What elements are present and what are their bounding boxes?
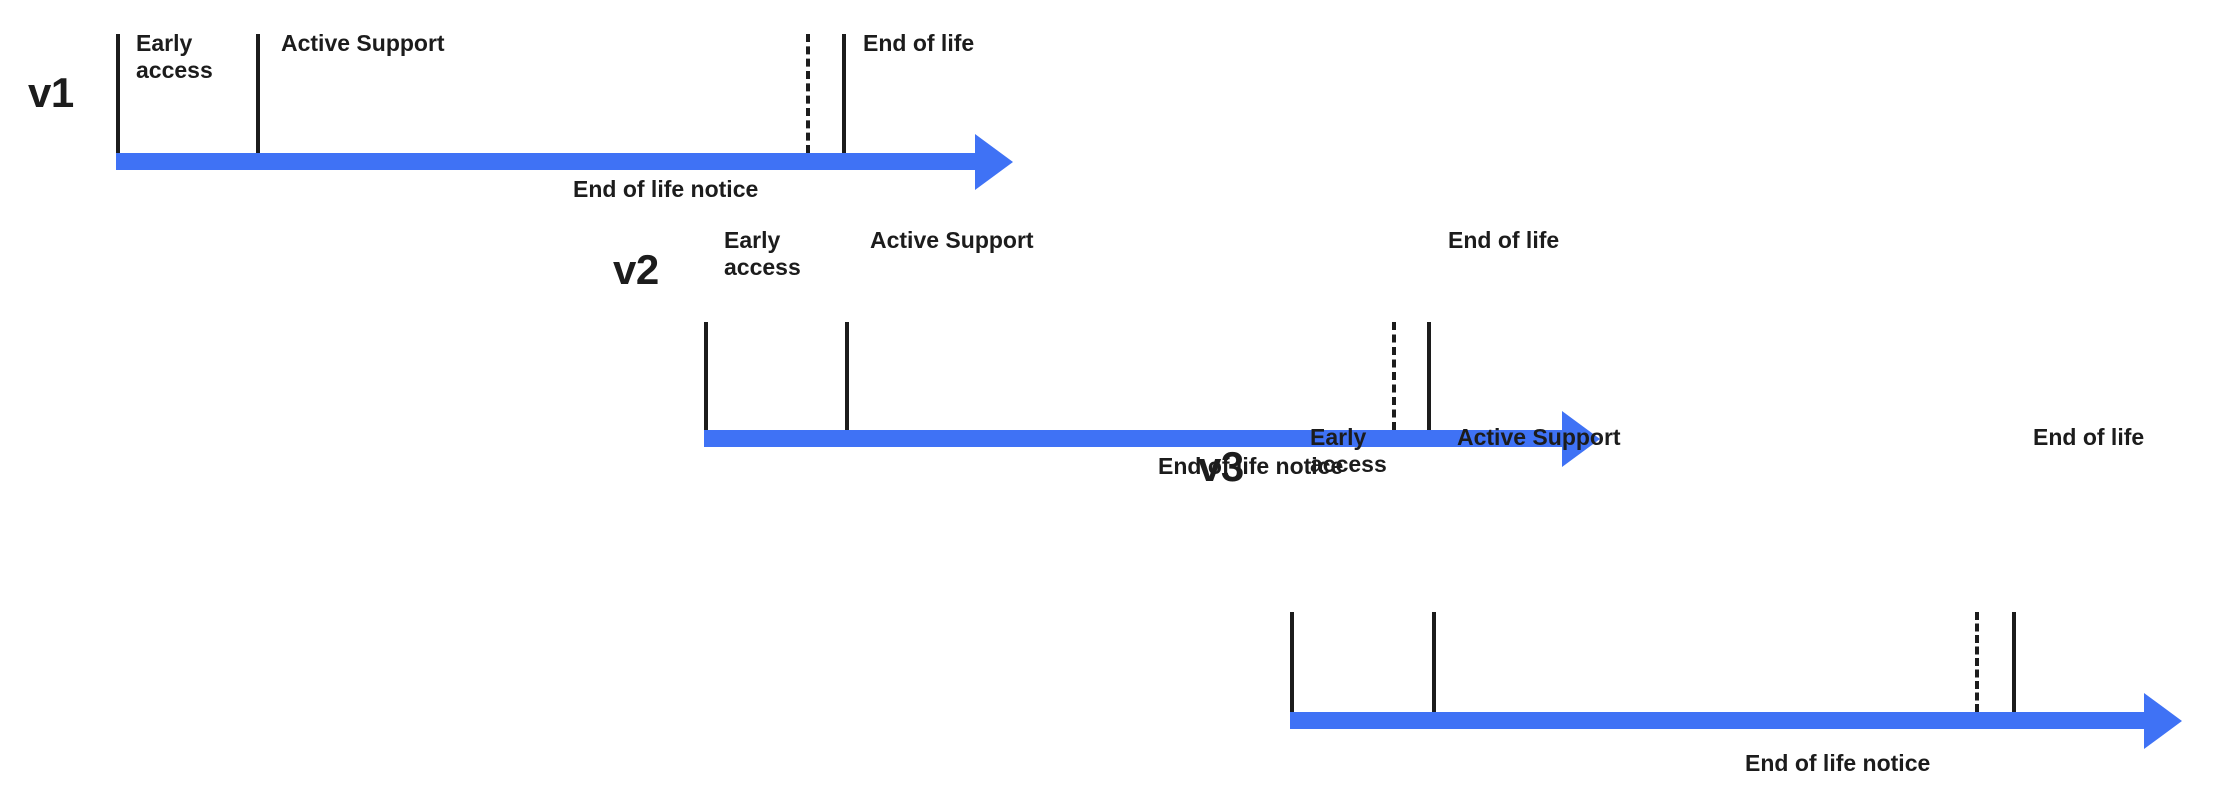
phase-divider-active-support-tick <box>256 34 260 153</box>
phase-divider-end-of-life-tick <box>1427 322 1431 430</box>
phase-label-end-of-life: End of life <box>863 30 975 56</box>
lifecycle-arrow-head-icon <box>975 133 1013 190</box>
lifecycle-arrow-head-icon <box>2144 692 2182 749</box>
phase-divider-active-support-tick <box>845 322 849 430</box>
phase-divider-start-tick <box>116 34 120 153</box>
phase-label-end-of-life: End of life <box>1448 227 1560 253</box>
phase-divider-active-support-tick <box>1432 612 1436 712</box>
phase-label-early-access: Early access <box>136 30 213 83</box>
end-of-life-notice-label: End of life notice <box>1745 750 1931 776</box>
phase-label-active-support: Active Support <box>870 227 1034 253</box>
phase-label-early-access: Early access <box>724 227 801 280</box>
version-label-v1: v1 <box>28 69 74 116</box>
lifecycle-arrow-shaft <box>704 430 1562 447</box>
lifecycle-arrow-head-icon <box>1562 410 1600 467</box>
end-of-life-notice-label: End of life notice <box>1158 453 1344 479</box>
end-of-life-notice-dashed-tick <box>1975 612 1979 712</box>
end-of-life-notice-dashed-tick <box>1392 322 1396 430</box>
lifecycle-arrow <box>116 133 1013 190</box>
end-of-life-notice-dashed-tick <box>806 34 810 153</box>
end-of-life-notice-label: End of life notice <box>573 176 759 202</box>
lifecycle-arrow <box>704 410 1600 467</box>
phase-label-early-access: Early access <box>1310 424 1387 477</box>
lifecycle-arrow-shaft <box>116 153 975 170</box>
phase-label-active-support: Active Support <box>1457 424 1621 450</box>
phase-divider-end-of-life-tick <box>2012 612 2016 712</box>
phase-label-end-of-life: End of life <box>2033 424 2145 450</box>
phase-divider-end-of-life-tick <box>842 34 846 153</box>
lifecycle-arrow-shaft <box>1290 712 2144 729</box>
lifecycle-arrow <box>1290 692 2182 749</box>
version-label-v3: v3 <box>1198 443 1244 490</box>
phase-divider-start-tick <box>704 322 708 430</box>
phase-divider-start-tick <box>1290 612 1294 712</box>
version-label-v2: v2 <box>613 246 659 293</box>
phase-label-active-support: Active Support <box>281 30 445 56</box>
